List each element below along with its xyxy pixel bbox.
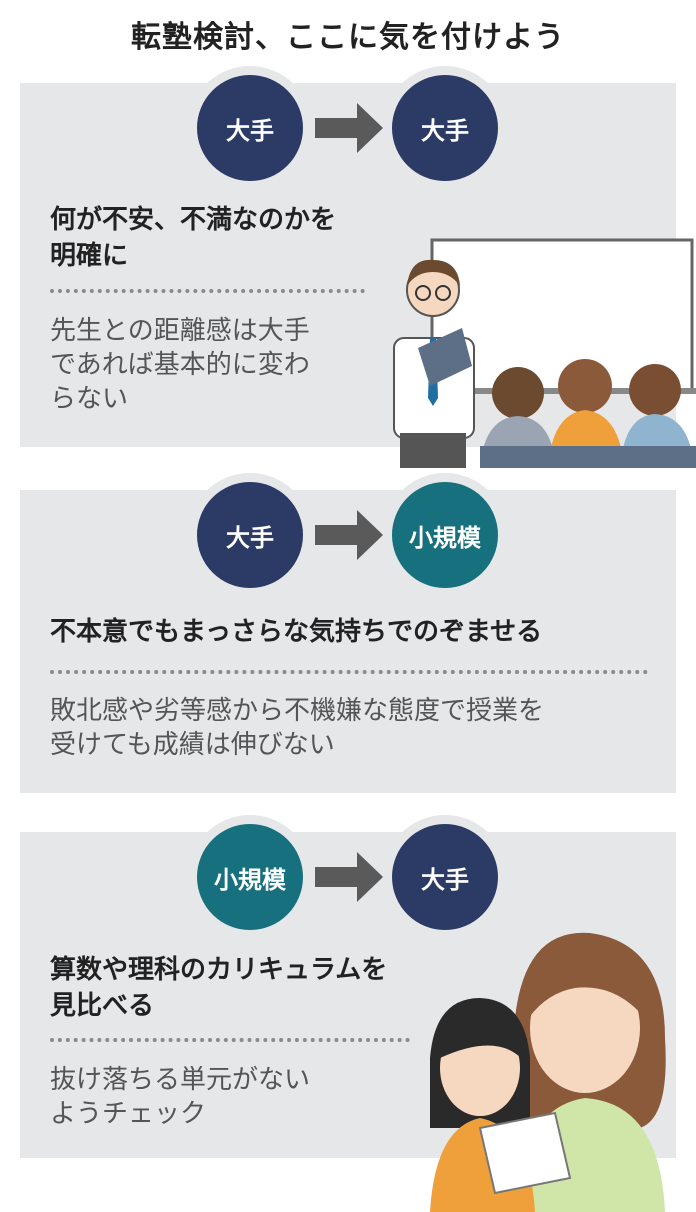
body-line: であれば基本的に変わ (50, 350, 310, 380)
heading-line: 見比べる (50, 991, 155, 1021)
body-line: 敗北感や劣等感から不機嫌な態度で授業を (50, 696, 545, 726)
dotted-divider (50, 1038, 410, 1042)
heading-line: 明確に (50, 241, 129, 271)
to-circle: 大手 (392, 824, 498, 930)
from-circle: 小規模 (197, 824, 303, 930)
panel-heading: 算数や理科のカリキュラムを 見比べる (50, 952, 387, 1024)
body-line: ようチェック (50, 1099, 207, 1129)
to-circle: 大手 (392, 75, 498, 181)
arrow-right-icon (315, 103, 383, 153)
panel-heading: 不本意でもまっさらな気持ちでのぞませる (50, 614, 542, 650)
panel-body: 先生との距離感は大手 であれば基本的に変わ らない (50, 314, 310, 416)
page-title: 転塾検討、ここに気を付けよう (131, 20, 565, 55)
arrow-right-icon (315, 852, 383, 902)
heading-line: 算数や理科のカリキュラムを (50, 955, 388, 985)
dotted-divider (50, 289, 365, 293)
heading-line: 何が不安、不満なのかを (50, 205, 337, 235)
teacher-classroom-illustration (393, 238, 696, 468)
to-circle: 小規模 (392, 482, 498, 588)
panel-body: 抜け落ちる単元がない ようチェック (50, 1063, 310, 1131)
from-circle: 大手 (197, 75, 303, 181)
arrow-right-icon (315, 510, 383, 560)
from-circle: 大手 (197, 482, 303, 588)
body-line: らない (50, 384, 129, 414)
body-line: 抜け落ちる単元がない (50, 1065, 311, 1095)
heading-line: 不本意でもまっさらな気持ちでのぞませる (50, 617, 543, 647)
panel-body: 敗北感や劣等感から不機嫌な態度で授業を 受けても成績は伸びない (50, 694, 544, 762)
panel-heading: 何が不安、不満なのかを 明確に (50, 202, 336, 274)
mother-child-illustration (430, 932, 666, 1212)
body-line: 受けても成績は伸びない (50, 730, 335, 760)
dotted-divider (50, 670, 648, 674)
body-line: 先生との距離感は大手 (50, 316, 310, 346)
